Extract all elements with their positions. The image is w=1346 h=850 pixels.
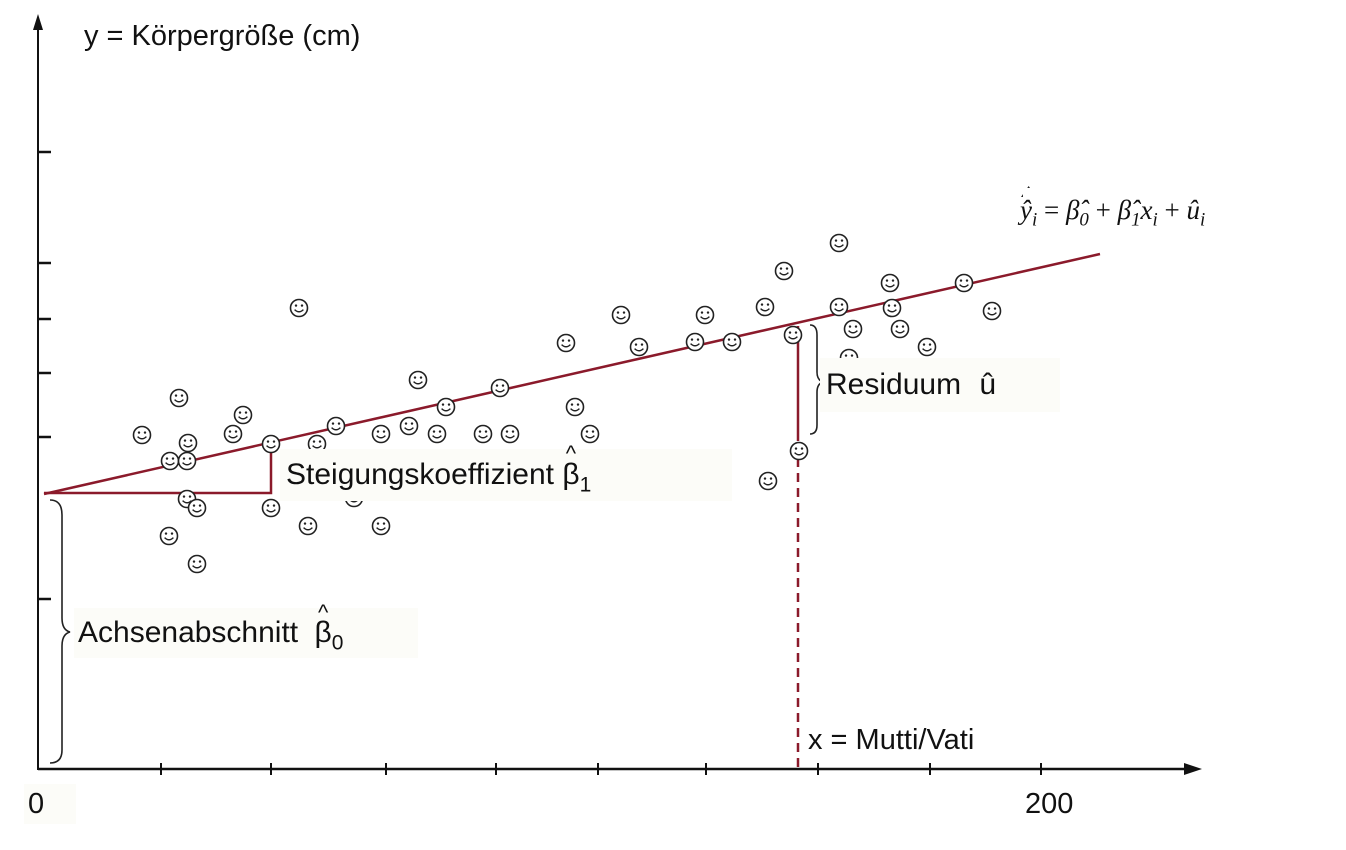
- smiley-point-12: [261, 498, 281, 518]
- eq-x-sub: i: [1152, 209, 1158, 231]
- x-tick-label-0: 0: [24, 784, 76, 824]
- eq-u: û: [1186, 195, 1200, 225]
- smiley-point-7: [159, 526, 179, 546]
- smiley-point-44: [880, 273, 900, 293]
- intercept-hat-icon: ^: [317, 600, 329, 625]
- intercept-brace: [49, 499, 71, 764]
- smiley-point-42: [843, 319, 863, 339]
- smiley-point-33: [695, 305, 715, 325]
- smiley-point-19: [371, 516, 391, 536]
- slope-symbol: β: [562, 458, 580, 491]
- y-axis-label: y = Körpergröße (cm): [84, 20, 361, 52]
- smiley-point-47: [917, 337, 937, 357]
- intercept-symbol: β: [314, 616, 332, 649]
- x-tick-label-200: 200: [1025, 788, 1074, 820]
- x-axis-ticks: [160, 763, 1042, 775]
- smiley-point-39: [789, 441, 809, 461]
- smiley-point-41: [829, 297, 849, 317]
- eq-x: x: [1140, 195, 1153, 225]
- slope-label: Steigungskoeffizient: [286, 458, 554, 491]
- smiley-point-37: [783, 325, 803, 345]
- slope-annotation: Steigungskoeffizient ^ β1: [280, 443, 732, 501]
- intercept-label: Achsenabschnitt: [78, 616, 299, 649]
- eq-b0: β̂: [1065, 195, 1080, 225]
- eq-plus-1: +: [1095, 195, 1111, 225]
- smiley-point-29: [580, 424, 600, 444]
- x-axis-label: x = Mutti/Vati: [808, 724, 975, 756]
- smiley-point-36: [774, 261, 794, 281]
- smiley-point-6: [187, 498, 207, 518]
- smiley-point-35: [755, 297, 775, 317]
- smiley-point-18: [371, 424, 391, 444]
- smiley-point-4: [177, 451, 197, 471]
- smiley-point-48: [954, 273, 974, 293]
- eq-u-sub: i: [1199, 209, 1206, 231]
- smiley-point-25: [490, 378, 510, 398]
- smiley-point-3: [178, 433, 198, 453]
- smiley-point-45: [882, 298, 902, 318]
- smiley-point-38: [758, 471, 778, 491]
- x-axis-arrow: [1184, 763, 1202, 775]
- smiley-point-14: [298, 516, 318, 536]
- smiley-point-32: [685, 332, 705, 352]
- smiley-point-11: [261, 434, 281, 454]
- smiley-point-13: [289, 298, 309, 318]
- smiley-point-8: [187, 554, 207, 574]
- smiley-point-24: [473, 424, 493, 444]
- smiley-point-9: [223, 424, 243, 444]
- smiley-point-28: [565, 397, 585, 417]
- regression-equation: ŷi = β̂0 + β̂1xi + ûi: [1020, 195, 1205, 232]
- smiley-point-2: [169, 388, 189, 408]
- smiley-point-46: [890, 319, 910, 339]
- smiley-point-30: [611, 305, 631, 325]
- smiley-point-34: [722, 332, 742, 352]
- intercept-annotation: Achsenabschnitt ^ β0: [74, 602, 418, 658]
- intercept-sub: 0: [331, 631, 344, 655]
- regression-line: [43, 252, 1101, 496]
- smiley-point-23: [436, 397, 456, 417]
- eq-lhs-sub: i: [1031, 209, 1038, 231]
- smiley-point-22: [427, 424, 447, 444]
- smiley-point-10: [233, 405, 253, 425]
- smiley-point-49: [982, 301, 1002, 321]
- smiley-point-20: [399, 416, 419, 436]
- eq-plus-2: +: [1164, 195, 1180, 225]
- eq-b1-sub: 1: [1131, 209, 1141, 231]
- eq-equals: =: [1043, 195, 1060, 225]
- y-axis-arrow: [33, 14, 43, 30]
- residual-annotation: Residuum û: [820, 358, 1060, 412]
- smiley-point-16: [326, 416, 346, 436]
- smiley-point-31: [629, 337, 649, 357]
- smiley-point-27: [556, 333, 576, 353]
- y-axis-ticks: [38, 150, 51, 601]
- slope-sub: 1: [579, 473, 592, 497]
- smiley-point-1: [160, 451, 180, 471]
- eq-lhs: ŷ: [1020, 195, 1032, 225]
- residual-label: Residuum: [826, 368, 962, 401]
- smiley-point-26: [500, 424, 520, 444]
- smiley-point-40: [829, 233, 849, 253]
- eq-b0-sub: 0: [1079, 209, 1089, 231]
- smiley-point-21: [408, 370, 428, 390]
- residual-symbol: û: [979, 368, 997, 401]
- eq-b1: β̂: [1117, 195, 1132, 225]
- slope-hat-icon: ^: [565, 441, 577, 466]
- smiley-point-0: [132, 425, 152, 445]
- slope-triangle: [44, 441, 273, 495]
